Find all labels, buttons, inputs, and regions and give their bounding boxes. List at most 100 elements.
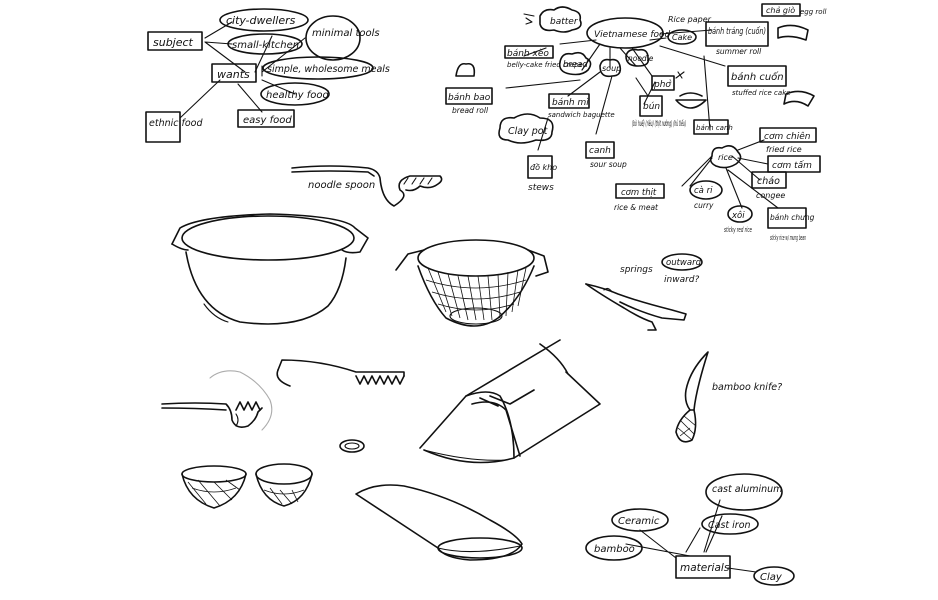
banh-canh-box [693, 119, 729, 135]
noodle-bubble [625, 48, 650, 67]
subject-box [147, 31, 203, 51]
inward-label: inward? [664, 275, 699, 285]
pho-label: phở [653, 79, 671, 90]
ca-ri-bubble [689, 180, 723, 200]
noodle-spoon-sketch: noodle spoon [291, 165, 443, 207]
batter-label: batter [550, 17, 579, 27]
banh-trang-label: bánh tráng (cuốn) [708, 26, 766, 37]
tongs-sketch: springs outward inward? [585, 253, 703, 331]
cha-gio-box [761, 3, 801, 17]
banh-xeo-label: bánh xèo [507, 48, 549, 59]
rice-paper-label: Rice paper [668, 15, 712, 24]
noodle-spoon-label: noodle spoon [308, 180, 375, 191]
chao-box [751, 171, 787, 189]
banh-bao-label: bánh bao [448, 93, 491, 103]
egg-roll-icon [777, 24, 809, 41]
cast-aluminum-bubble [705, 473, 783, 511]
wants-label: wants [217, 68, 250, 81]
com-tam-label: cơm tấm [772, 160, 812, 171]
food-map: Vietnamese food batter bánh xèo belly-ca… [445, 3, 827, 242]
canh-english: sour soup [590, 160, 627, 169]
banh-xeo-box [504, 45, 554, 59]
pho-mark-icon [675, 71, 685, 79]
minimal-tools-label: minimal tools [312, 28, 380, 39]
banh-cuon-box [727, 65, 787, 87]
outward-bubble [661, 253, 703, 271]
kho-label: đồ kho [530, 162, 557, 172]
banh-bao-english: bread roll [452, 106, 489, 115]
clay-pot-bubble [498, 113, 554, 144]
banh-cuon-label: bánh cuốn [731, 70, 784, 83]
com-thit-label: cơm thịt [621, 188, 657, 198]
springs-label: springs [620, 265, 653, 275]
xoi-bubble [727, 205, 753, 223]
banh-bao-icon [455, 62, 476, 77]
bamboo-knife-sketch: bamboo knife? [675, 351, 782, 443]
bamboo-tube-sketch [419, 339, 601, 464]
ring-sketch [339, 439, 365, 453]
small-kitchen-bubble [227, 33, 303, 55]
clay-label: Clay [760, 572, 783, 583]
xoi-english: sticky red rice [724, 226, 752, 234]
stews-label: stews [528, 183, 554, 193]
bamboo-knife-label: bamboo knife? [712, 382, 782, 393]
minimal-tools-bubble [305, 15, 361, 61]
bamboo-bubble [585, 535, 643, 561]
clay-bubble [753, 566, 795, 586]
com-thit-box [615, 183, 665, 199]
kho-box [527, 155, 553, 179]
simple-meals-bubble [262, 56, 374, 80]
vietnamese-food-label: Vietnamese food [594, 30, 671, 40]
ceramic-label: Ceramic [618, 516, 660, 527]
rice-bubble [709, 144, 742, 169]
city-dwellers-bubble [219, 8, 309, 32]
rice-meat-label: rice & meat [614, 203, 659, 212]
banh-chung-english: sticky rice w/ mung bean [770, 234, 806, 242]
congee-label: congee [756, 191, 785, 200]
bread-bubble [558, 51, 592, 76]
banh-mi-english: sandwich baguette [548, 111, 615, 119]
city-dwellers-label: city-dwellers [226, 14, 296, 27]
egg-roll-label: egg roll [800, 8, 827, 16]
com-tam-box [767, 155, 821, 173]
banh-mi-label: bánh mì [552, 97, 589, 108]
cake-label: Cake [672, 33, 692, 42]
canh-box [585, 141, 615, 159]
rice-label: rice [718, 153, 733, 162]
materials-box [675, 555, 731, 579]
large-pot-sketch [171, 213, 369, 325]
strainer-bowl-sketch [395, 239, 549, 327]
cha-gio-label: chả giò [766, 5, 795, 15]
healthy-food-label: healthy food [266, 90, 330, 101]
bun-label: bún [643, 102, 660, 112]
banh-chung-label: bánh chưng [770, 213, 815, 222]
ethnic-food-label: ethnic food [149, 118, 203, 129]
bread-label: bread [563, 60, 588, 70]
batter-mark-icon [523, 13, 535, 25]
fried-rice-label: fried rice [766, 145, 802, 154]
simple-meals-label: simple, wholesome meals [267, 64, 390, 75]
banh-cuon-icon [783, 90, 815, 107]
banh-trang-box [705, 21, 769, 47]
noodle-label: noodle [628, 54, 654, 63]
bun-box [639, 95, 663, 117]
concept-map: subject city-dwellers small-kitchen mini… [145, 8, 390, 143]
materials-map: materials Ceramic cast aluminum Cast iro… [585, 473, 795, 586]
cast-iron-label: Cast iron [708, 520, 751, 531]
small-kitchen-label: small-kitchen [232, 40, 299, 51]
batter-bubble [539, 6, 582, 33]
com-chien-box [759, 127, 817, 143]
xoi-label: xôi [731, 210, 745, 221]
outward-label: outward [666, 258, 702, 268]
banh-cuon-english: stuffed rice cake [732, 89, 791, 97]
easy-food-box [237, 109, 295, 128]
small-bowls-sketch [181, 463, 313, 509]
pho-box [651, 75, 675, 91]
ceramic-bubble [611, 508, 669, 532]
banh-mi-box [548, 93, 590, 109]
noodle-bowl-icon [675, 92, 707, 109]
clay-pot-label: Clay pot [508, 126, 549, 137]
chao-label: cháo [757, 176, 780, 187]
banh-canh-label: bánh canh [696, 124, 733, 132]
